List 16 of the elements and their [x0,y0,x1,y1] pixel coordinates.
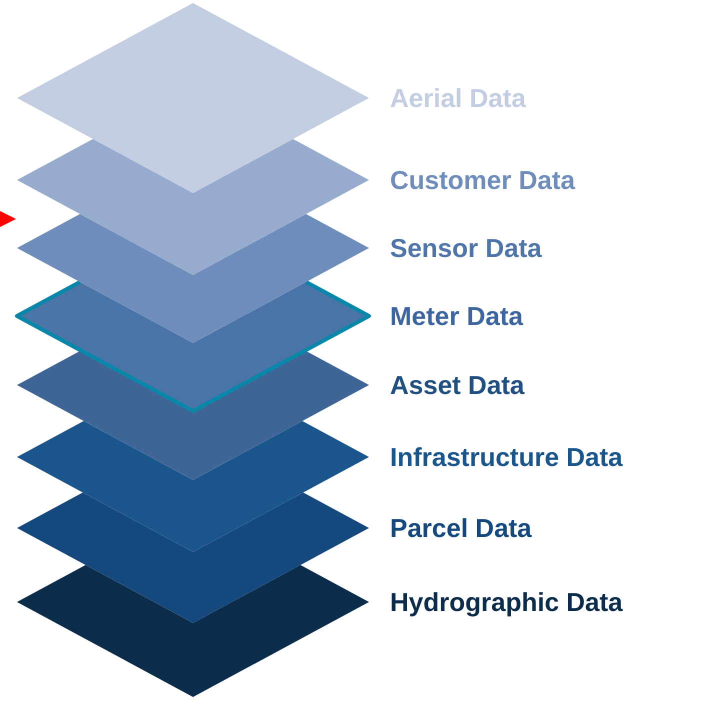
layer-band [17,139,369,275]
layer-label: Parcel Data [390,515,532,541]
layer-band [15,280,371,413]
layer-band [17,3,369,193]
layer-label: Aerial Data [390,85,526,111]
layer-band [17,421,369,552]
layer-label: Asset Data [390,372,524,398]
layer-label: Infrastructure Data [390,444,623,470]
layer-label: Customer Data [390,167,575,193]
layer-label: Sensor Data [390,235,542,261]
layer-label: Hydrographic Data [390,589,623,615]
layer-band [17,350,369,480]
layer-label: Meter Data [390,303,523,329]
layer-band [17,492,369,623]
layer-band [17,214,369,343]
layer-band [17,565,369,697]
